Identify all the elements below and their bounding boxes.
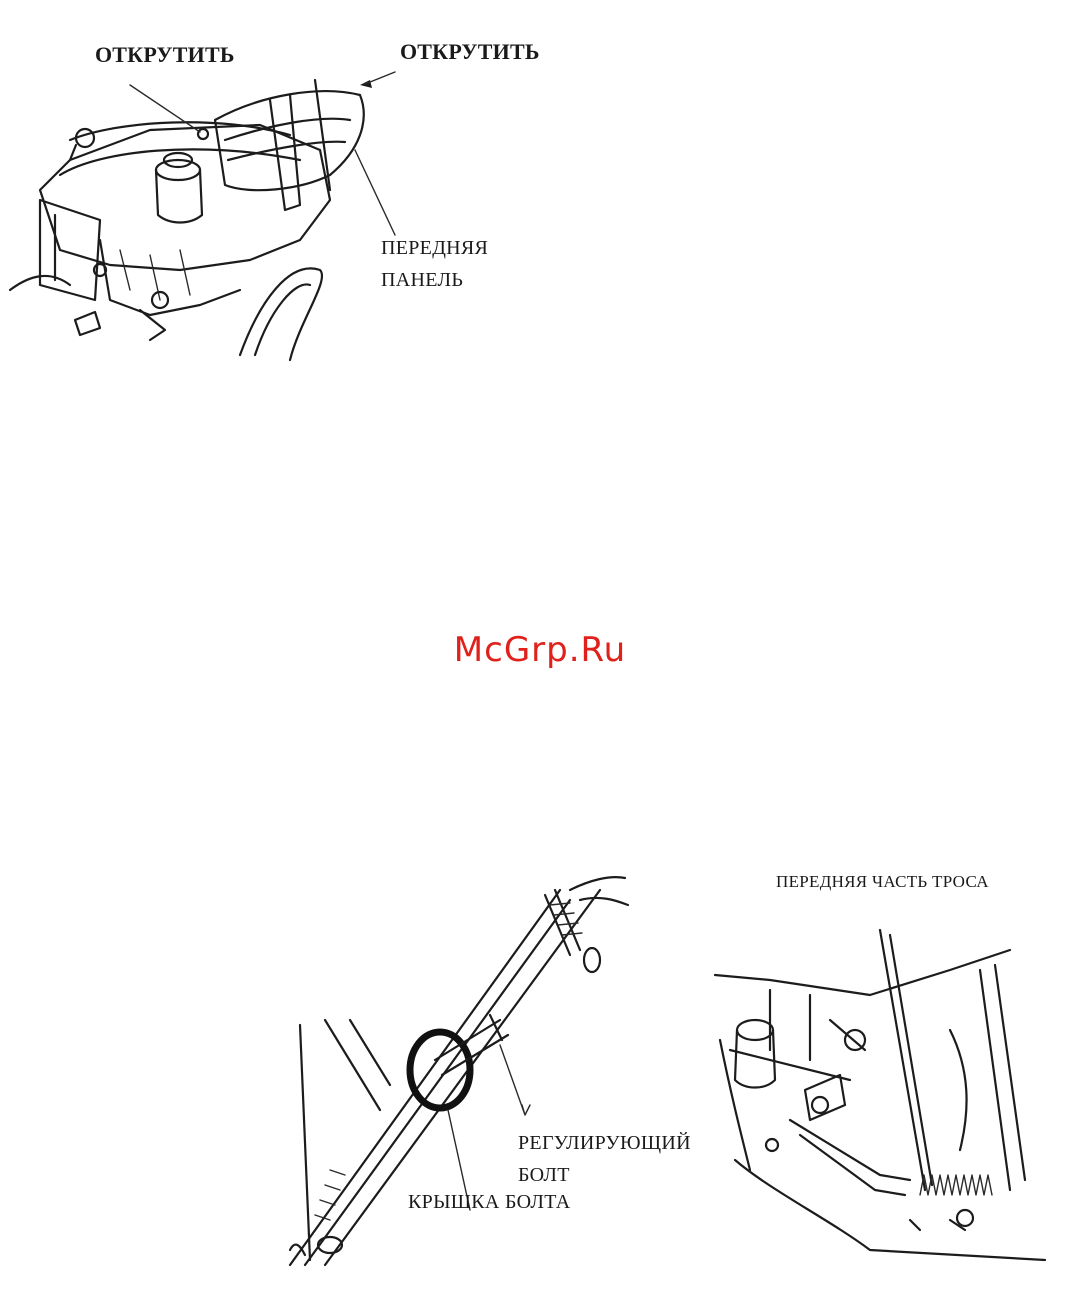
- label-bolt-cover: КРЫШКА БОЛТА: [408, 1192, 571, 1212]
- label-adjusting-bolt-line1: РЕГУЛИРУЮЩИЙ: [518, 1133, 691, 1153]
- label-front-panel-line2: ПАНЕЛЬ: [381, 270, 463, 290]
- label-unscrew-left: ОТКРУТИТЬ: [95, 44, 235, 66]
- label-adjusting-bolt-line2: БОЛТ: [518, 1165, 570, 1185]
- label-unscrew-right: ОТКРУТИТЬ: [400, 41, 540, 63]
- handle-adjusting-bolt-illustration: [270, 870, 730, 1290]
- label-front-panel-line1: ПЕРЕДНЯЯ: [381, 238, 488, 258]
- cable-front-end-illustration: [710, 930, 1060, 1270]
- label-cable-front: ПЕРЕДНЯЯ ЧАСТЬ ТРОСА: [776, 873, 989, 890]
- watermark-logo: McGrp.Ru: [0, 630, 1080, 670]
